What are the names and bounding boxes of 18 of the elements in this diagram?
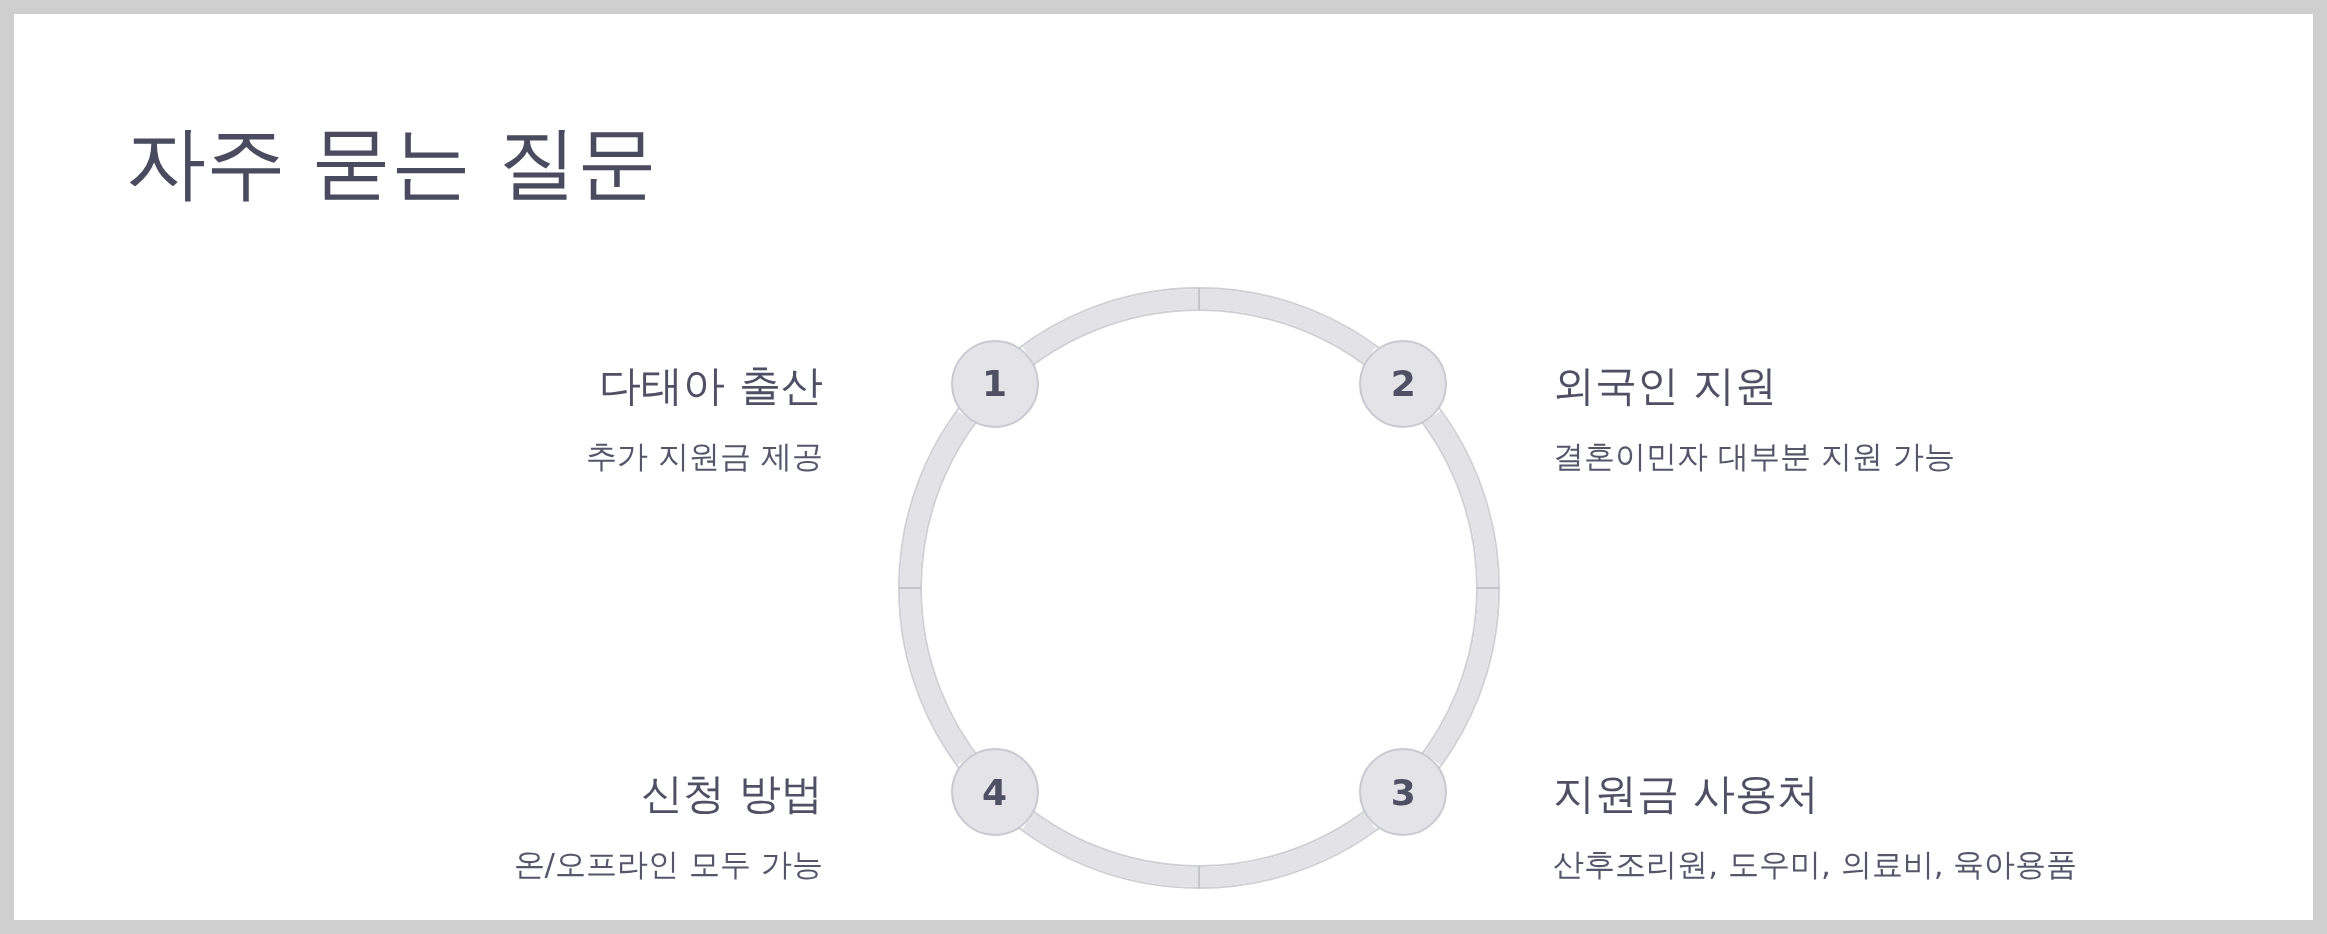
answer-text: 온/오프라인 모두 가능 — [513, 845, 823, 885]
ring-arc — [1423, 411, 1498, 765]
ring-arc — [900, 411, 975, 765]
title: 자주 묻는 질문 — [126, 115, 657, 211]
question-heading: 다태아 출산 — [599, 359, 823, 412]
step-number: 2 — [1390, 363, 1416, 405]
answer-text: 산후조리원, 도우미, 의료비, 육아용품 — [1553, 845, 2078, 885]
ring-arc — [1022, 289, 1376, 364]
answer-text: 결혼이민자 대부분 지원 가능 — [1553, 436, 1955, 476]
step-number: 3 — [1390, 771, 1416, 813]
question-heading: 외국인 지원 — [1553, 359, 1777, 412]
question-heading: 지원금 사용처 — [1553, 768, 1819, 821]
number-circle — [950, 748, 1039, 837]
step-number: 1 — [982, 363, 1008, 405]
step-number: 4 — [982, 771, 1008, 813]
question-heading: 신청 방법 — [641, 768, 823, 821]
ring-arc — [1022, 812, 1376, 887]
answer-text: 추가 지원금 제공 — [585, 436, 823, 476]
